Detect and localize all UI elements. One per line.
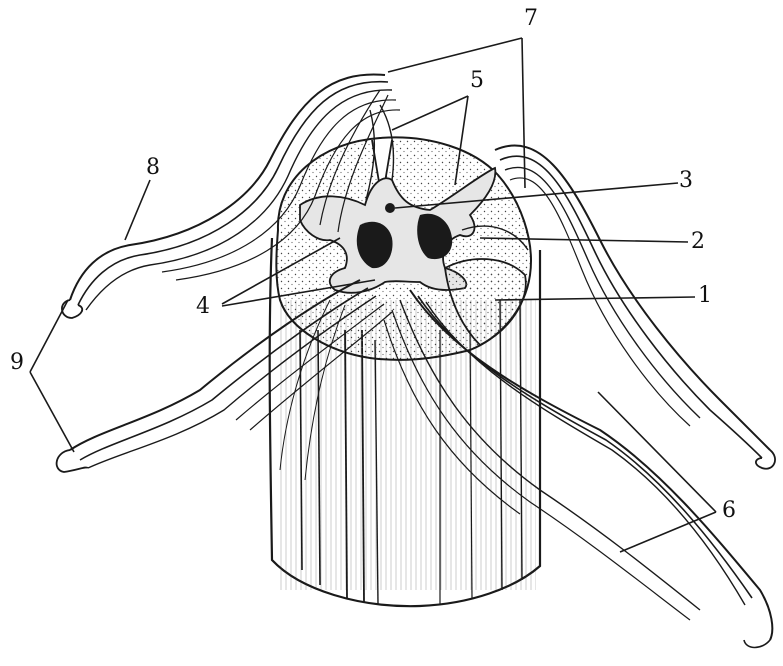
cross-section [276, 137, 531, 360]
label-2: 2 [691, 231, 705, 253]
label-1: 1 [698, 285, 712, 307]
label-8: 8 [146, 157, 160, 179]
central-canal [385, 203, 395, 213]
label-9: 9 [10, 352, 24, 374]
label-3: 3 [679, 170, 693, 192]
label-4: 4 [196, 296, 210, 318]
label-6: 6 [722, 500, 736, 522]
label-5: 5 [470, 70, 484, 92]
label-7: 7 [524, 8, 538, 30]
